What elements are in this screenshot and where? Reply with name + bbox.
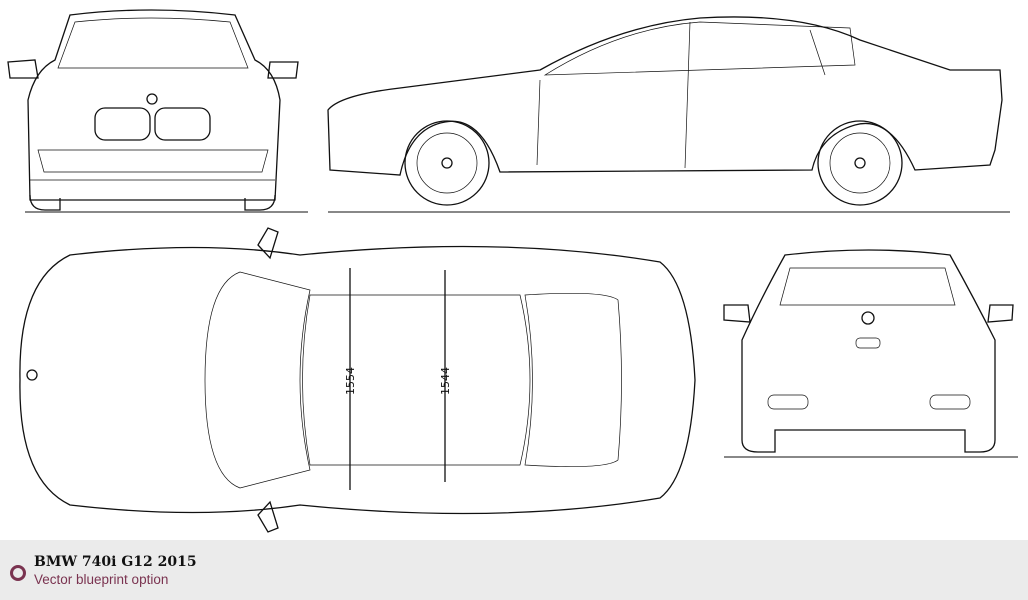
front-view (7, 9, 308, 213)
blueprint-title: BMW 740i G12 2015 (34, 554, 197, 570)
rear-view (723, 249, 1018, 458)
footer-bar (0, 540, 1028, 600)
car-blueprint-drawing: 1554 1544 (7, 9, 1018, 533)
top-view: 1554 1544 (19, 227, 696, 533)
rear-track-dimension: 1544 (439, 367, 452, 395)
blueprint-subtitle-link[interactable]: Vector blueprint option (34, 572, 169, 587)
bullet-ring-icon (10, 565, 26, 581)
front-track-dimension: 1554 (344, 367, 357, 395)
side-view (327, 16, 1010, 213)
